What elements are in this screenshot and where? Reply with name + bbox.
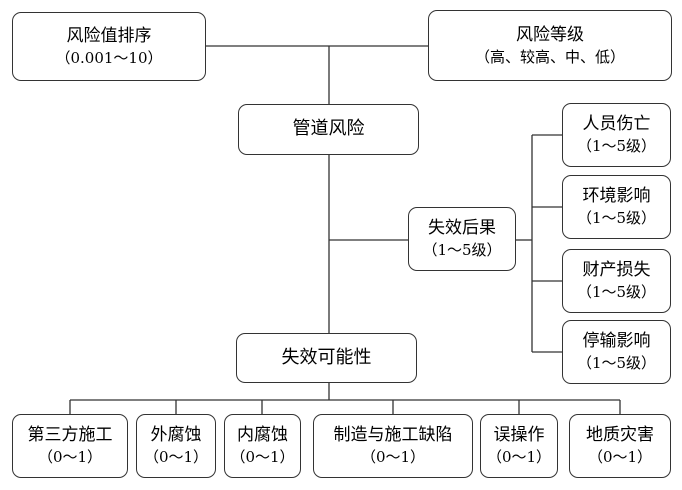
outage-title: 停输影响 [582, 331, 651, 352]
property-loss-title: 财产损失 [582, 260, 651, 281]
misoperation-box: 误操作 （0～1） [480, 414, 558, 478]
geohazard-title: 地质灾害 [586, 425, 654, 446]
property-loss-range: （1～5级） [576, 283, 657, 302]
third-party-box: 第三方施工 （0～1） [12, 414, 128, 478]
property-loss-box: 财产损失 （1～5级） [562, 249, 671, 313]
environment-title: 环境影响 [582, 186, 651, 207]
manufacturing-defect-title: 制造与施工缺陷 [333, 425, 453, 446]
environment-range: （1～5级） [576, 209, 657, 228]
failure-possibility-title: 失效可能性 [281, 346, 372, 368]
external-corrosion-range: （0～1） [143, 448, 209, 467]
misoperation-range: （0～1） [486, 448, 552, 467]
environment-box: 环境影响 （1～5级） [562, 175, 671, 239]
internal-corrosion-title: 内腐蚀 [237, 425, 288, 446]
failure-consequence-box: 失效后果 （1～5级） [408, 207, 516, 271]
pipeline-risk-box: 管道风险 [238, 104, 419, 155]
risk-level-box: 风险等级 （高、较高、中、低） [428, 10, 672, 81]
casualty-box: 人员伤亡 （1～5级） [562, 103, 671, 167]
geohazard-box: 地质灾害 （0～1） [569, 414, 671, 478]
failure-consequence-title: 失效后果 [428, 218, 496, 239]
manufacturing-defect-box: 制造与施工缺陷 （0～1） [313, 414, 473, 478]
third-party-range: （0～1） [37, 448, 103, 467]
risk-level-title: 风险等级 [516, 24, 584, 45]
external-corrosion-title: 外腐蚀 [150, 425, 202, 446]
internal-corrosion-box: 内腐蚀 （0～1） [224, 414, 301, 478]
misoperation-title: 误操作 [493, 425, 545, 446]
risk-level-range: （高、较高、中、低） [474, 47, 625, 66]
risk-rank-title: 风险值排序 [66, 25, 152, 46]
failure-possibility-box: 失效可能性 [236, 333, 417, 383]
casualty-title: 人员伤亡 [582, 114, 651, 135]
outage-range: （1～5级） [576, 354, 657, 373]
geohazard-range: （0～1） [587, 448, 653, 467]
internal-corrosion-range: （0～1） [230, 448, 295, 467]
manufacturing-defect-range: （0～1） [360, 448, 426, 467]
casualty-range: （1～5级） [576, 137, 657, 156]
external-corrosion-box: 外腐蚀 （0～1） [136, 414, 216, 478]
risk-rank-range: （0.001～10） [55, 48, 163, 67]
third-party-title: 第三方施工 [27, 425, 113, 446]
risk-rank-box: 风险值排序 （0.001～10） [12, 12, 206, 81]
outage-box: 停输影响 （1～5级） [562, 320, 671, 384]
pipeline-risk-title: 管道风险 [292, 118, 365, 140]
failure-consequence-range: （1～5级） [422, 241, 502, 260]
